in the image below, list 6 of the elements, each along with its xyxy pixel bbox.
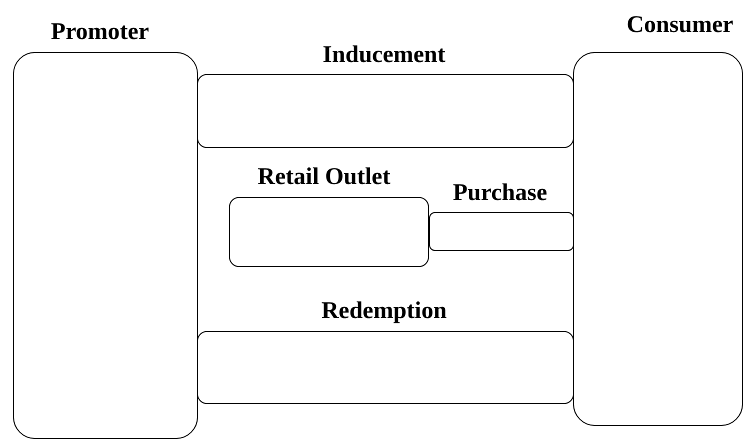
- box-heading: Redemption: [321, 297, 447, 325]
- box-heading: Consumer: [626, 11, 734, 39]
- box-heading: Inducement: [322, 41, 446, 69]
- box-heading: Promoter: [50, 18, 150, 46]
- box-heading: Purchase: [452, 179, 548, 207]
- box-heading: Retail Outlet: [258, 163, 390, 191]
